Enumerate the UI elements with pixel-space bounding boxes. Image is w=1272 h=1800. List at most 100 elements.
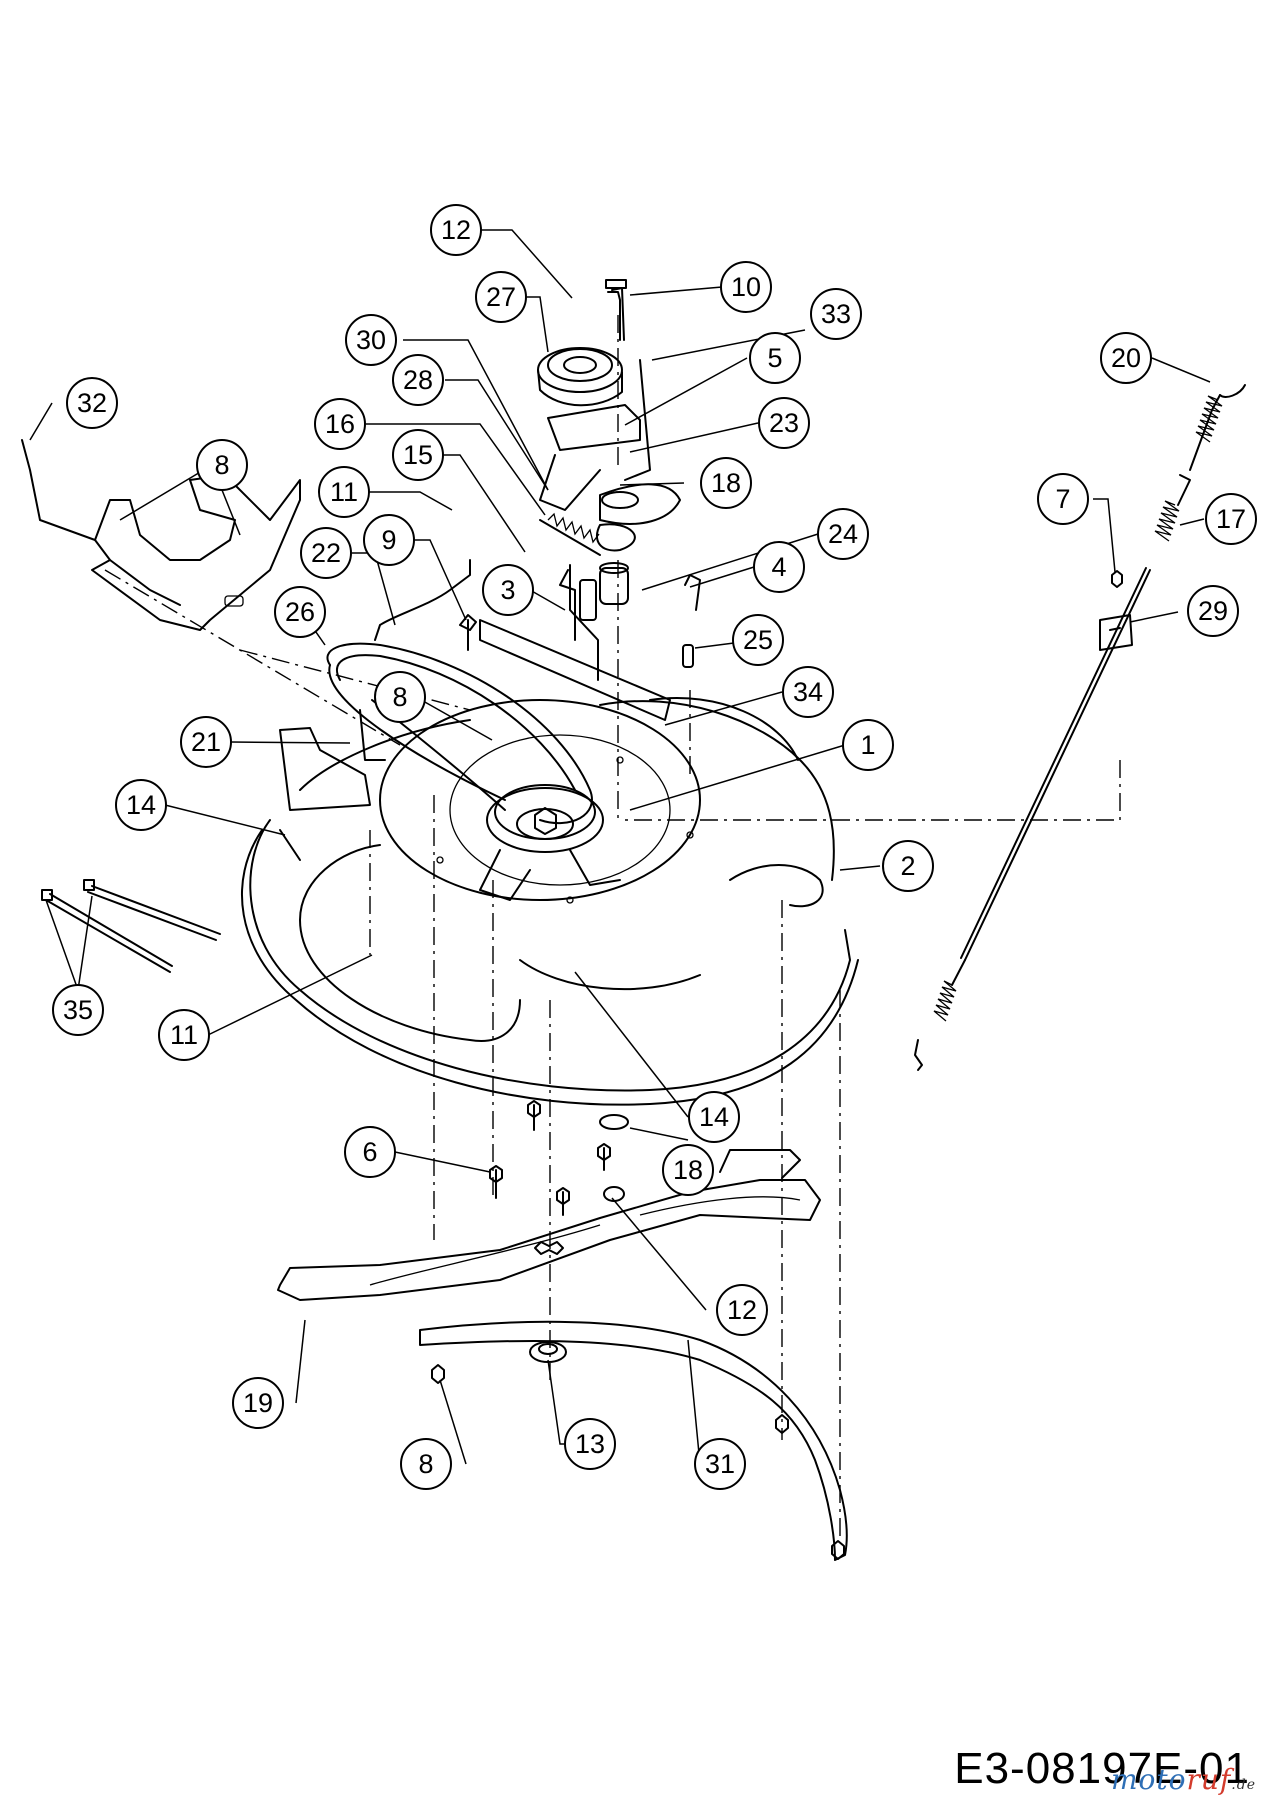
callout-2: 2	[882, 840, 934, 892]
callout-29: 29	[1187, 585, 1239, 637]
callout-label: 27	[486, 282, 516, 312]
callout-label: 13	[575, 1429, 605, 1459]
callout-label: 16	[325, 409, 355, 439]
belt-guide-wire	[374, 559, 471, 641]
tension-arm	[279, 709, 386, 811]
callout-8: 8	[374, 671, 426, 723]
callout-label: 4	[771, 552, 786, 582]
blade	[277, 1149, 821, 1301]
callout-19: 19	[232, 1377, 284, 1429]
callout-26: 26	[274, 586, 326, 638]
idler-assembly	[537, 279, 681, 552]
callout-14: 14	[688, 1091, 740, 1143]
callout-25: 25	[732, 614, 784, 666]
drawing-code: E3-08197E-01	[954, 1744, 1250, 1793]
callout-22: 22	[300, 527, 352, 579]
watermark-tld: .de	[1231, 1777, 1256, 1793]
bolt-9	[459, 614, 477, 651]
callout-label: 35	[63, 995, 93, 1025]
callout-4: 4	[753, 541, 805, 593]
callout-label: 24	[828, 519, 858, 549]
callout-label: 11	[330, 477, 358, 507]
callout-label: 18	[673, 1155, 703, 1185]
callout-label: 5	[767, 343, 782, 373]
callout-label: 20	[1111, 343, 1141, 373]
callout-label: 3	[500, 575, 515, 605]
callout-35: 35	[52, 984, 104, 1036]
callout-label: 32	[77, 388, 107, 418]
callout-label: 14	[699, 1102, 729, 1132]
deck-housing	[241, 697, 859, 1106]
callout-label: 8	[418, 1449, 433, 1479]
callout-label: 17	[1216, 504, 1246, 534]
leader-lines	[29, 229, 1211, 1465]
watermark-brand-b: ruf	[1186, 1763, 1232, 1796]
cable-ties	[41, 879, 221, 973]
callout-5: 5	[749, 332, 801, 384]
callout-label: 2	[900, 851, 915, 881]
callout-24: 24	[817, 508, 869, 560]
callout-8: 8	[196, 439, 248, 491]
callout-label: 8	[214, 450, 229, 480]
callout-6: 6	[344, 1126, 396, 1178]
control-cable	[914, 384, 1246, 1071]
callout-12: 12	[716, 1284, 768, 1336]
callout-30: 30	[345, 314, 397, 366]
central-pulley	[479, 784, 621, 901]
small-bolts	[431, 1100, 845, 1560]
callout-label: 19	[243, 1388, 273, 1418]
callout-20: 20	[1100, 332, 1152, 384]
callout-label: 31	[705, 1449, 735, 1479]
callout-label: 9	[381, 525, 396, 555]
callout-label: 28	[403, 365, 433, 395]
callout-34: 34	[782, 666, 834, 718]
callout-label: 25	[743, 625, 773, 655]
callout-label: 14	[126, 790, 156, 820]
belt-shield	[21, 439, 301, 631]
callout-label: 1	[860, 730, 875, 760]
callout-1: 1	[842, 719, 894, 771]
callout-18: 18	[662, 1144, 714, 1196]
callout-14: 14	[115, 779, 167, 831]
callout-33: 33	[810, 288, 862, 340]
callout-23: 23	[758, 397, 810, 449]
callout-27: 27	[475, 271, 527, 323]
callout-16: 16	[314, 398, 366, 450]
callout-label: 30	[356, 325, 386, 355]
watermark-logo: motoruf.de	[1111, 1763, 1256, 1796]
callout-28: 28	[392, 354, 444, 406]
callout-10: 10	[720, 261, 772, 313]
callout-label: 21	[191, 727, 221, 757]
callout-11: 11	[158, 1009, 210, 1061]
callout-label: 10	[731, 272, 761, 302]
callout-15: 15	[392, 429, 444, 481]
callout-13: 13	[564, 1418, 616, 1470]
callout-label: 11	[170, 1020, 198, 1050]
spacer-and-bolts	[479, 562, 701, 721]
callout-label: 8	[392, 682, 407, 712]
callout-label: 34	[793, 677, 823, 707]
callout-9: 9	[363, 514, 415, 566]
callout-21: 21	[180, 716, 232, 768]
watermark-brand-a: moto	[1110, 1763, 1187, 1796]
callout-17: 17	[1205, 493, 1257, 545]
callout-label: 15	[403, 440, 433, 470]
callout-label: 12	[727, 1295, 757, 1325]
callout-label: 22	[311, 538, 341, 568]
callout-3: 3	[482, 564, 534, 616]
callout-31: 31	[694, 1438, 746, 1490]
callout-32: 32	[66, 377, 118, 429]
callout-label: 33	[821, 299, 851, 329]
callout-7: 7	[1037, 473, 1089, 525]
callout-label: 12	[441, 215, 471, 245]
callout-label: 6	[362, 1137, 377, 1167]
callout-label: 7	[1055, 484, 1070, 514]
callout-11: 11	[318, 466, 370, 518]
callout-label: 18	[711, 468, 741, 498]
callout-18: 18	[700, 457, 752, 509]
callout-8: 8	[400, 1438, 452, 1490]
callout-12: 12	[430, 204, 482, 256]
blade-adapter	[419, 1320, 848, 1561]
tension-spring	[539, 512, 601, 556]
